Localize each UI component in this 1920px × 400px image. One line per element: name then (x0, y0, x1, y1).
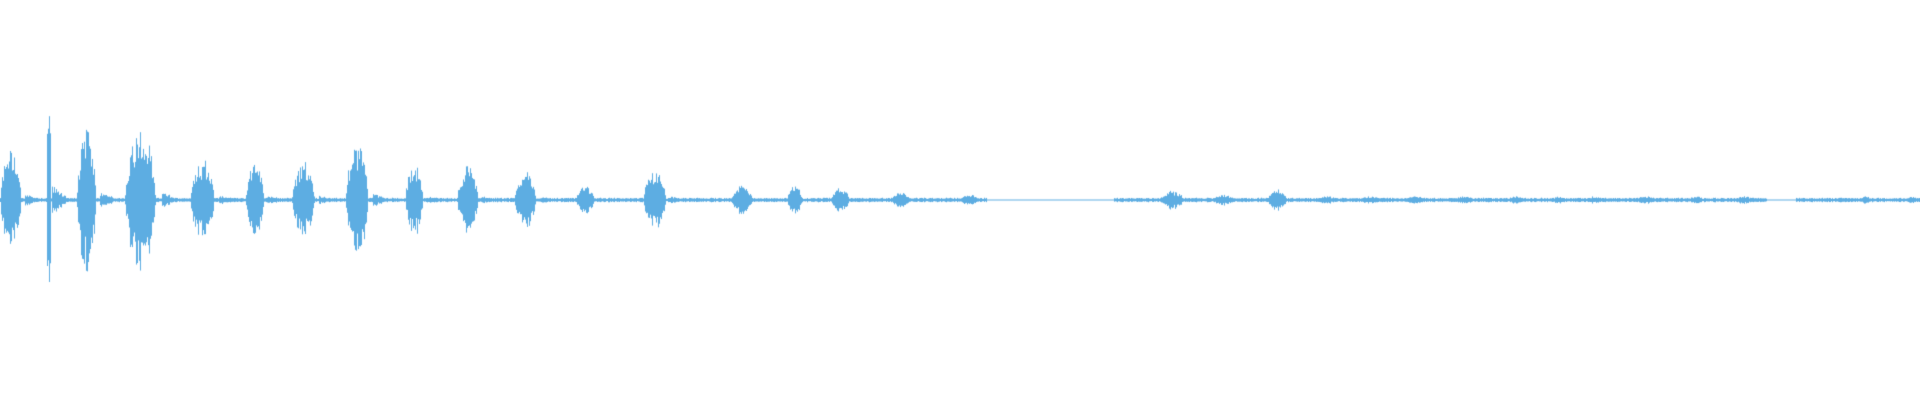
audio-waveform (0, 0, 1920, 400)
